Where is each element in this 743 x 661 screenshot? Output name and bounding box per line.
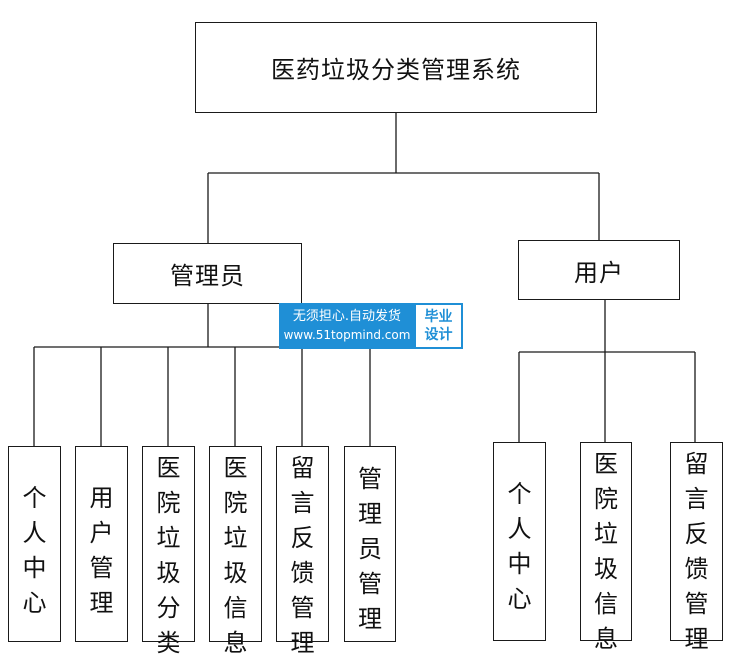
role-node-user-label: 用户	[574, 258, 624, 287]
watermark-line2: www.51topmind.com	[283, 328, 411, 342]
module-label: 留言反馈管理	[290, 454, 315, 657]
role-node-admin: 管理员	[113, 243, 302, 304]
role-node-user: 用户	[518, 240, 680, 300]
root-node: 医药垃圾分类管理系统	[195, 22, 597, 113]
role-node-admin-label: 管理员	[170, 262, 245, 290]
module-admin-waste-classification: 医院垃圾分类	[142, 446, 195, 657]
module-label: 医院垃圾信息	[594, 450, 618, 653]
module-user-feedback-management: 留言反馈管理	[670, 442, 723, 653]
module-admin-feedback-management: 留言反馈管理	[276, 446, 329, 657]
watermark-badge-line2: 设计	[424, 327, 453, 343]
module-admin-admin-management: 管理员管理	[344, 446, 396, 642]
module-label: 管理员管理	[358, 465, 382, 633]
module-admin-user-management: 用户管理	[75, 446, 128, 642]
module-label: 医院垃圾分类	[156, 454, 181, 657]
watermark-badge-line1: 毕业	[424, 309, 453, 325]
module-label: 个人中心	[22, 484, 47, 617]
watermark-line1: 无须担心.自动发货	[292, 309, 402, 324]
watermark-banner: 无须担心.自动发货 www.51topmind.com 毕业 设计	[279, 303, 463, 349]
module-label: 个人中心	[507, 480, 532, 613]
module-user-waste-info: 医院垃圾信息	[580, 442, 632, 653]
module-user-personal-center: 个人中心	[493, 442, 546, 641]
root-node-label: 医药垃圾分类管理系统	[271, 56, 521, 84]
module-label: 留言反馈管理	[684, 450, 709, 653]
module-admin-waste-info: 医院垃圾信息	[209, 446, 262, 657]
module-label: 用户管理	[89, 484, 114, 617]
module-label: 医院垃圾信息	[223, 454, 248, 657]
module-admin-personal-center: 个人中心	[8, 446, 61, 642]
watermark-text: 无须担心.自动发货 www.51topmind.com	[279, 303, 415, 349]
watermark-badge: 毕业 设计	[416, 305, 461, 347]
